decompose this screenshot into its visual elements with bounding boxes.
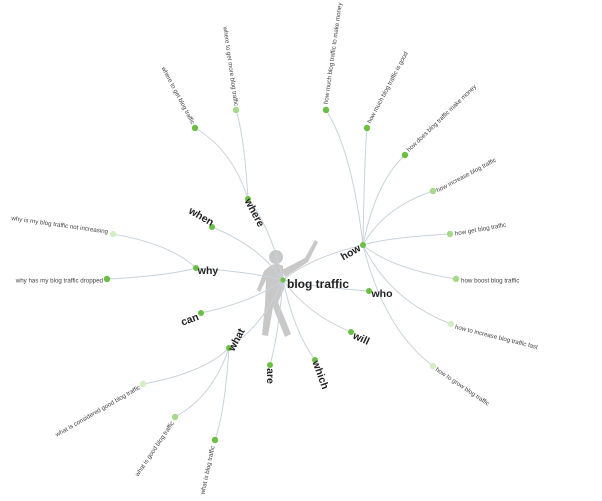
leaf-label-how-3: how increase blog traffic — [435, 157, 497, 194]
hub-node-when[interactable] — [209, 224, 215, 230]
hub-node-what[interactable] — [226, 345, 232, 351]
hub-label-when: when — [186, 204, 216, 228]
edge-how-leaf-6 — [362, 244, 452, 325]
hub-node-will[interactable] — [348, 329, 354, 335]
hub-node-who[interactable] — [366, 288, 372, 294]
leaf-node-where-1[interactable] — [232, 106, 240, 114]
center-keyword-label: blog traffic — [287, 277, 349, 291]
leaf-node-how-2[interactable] — [401, 151, 409, 159]
edge-how-leaf-1 — [362, 127, 368, 246]
leaf-label-how-1: how much blog traffic is good — [366, 50, 410, 124]
edge-center-why — [195, 267, 284, 281]
hub-label-who: who — [371, 288, 393, 300]
hub-label-what: what — [225, 326, 248, 354]
leaf-label-how-7: how to grow blog traffic — [434, 366, 491, 407]
center-node — [280, 277, 286, 283]
edge-center-where — [247, 198, 284, 281]
edge-center-can — [200, 279, 284, 314]
leaf-node-how-4[interactable] — [446, 230, 454, 238]
edge-center-who — [282, 279, 370, 292]
hub-node-can[interactable] — [198, 310, 204, 316]
leaf-node-what-0[interactable] — [139, 380, 147, 388]
edge-center-how — [282, 244, 364, 281]
hub-node-are[interactable] — [267, 362, 273, 368]
hub-node-where[interactable] — [245, 196, 251, 202]
edge-what-leaf-2 — [214, 347, 230, 441]
edge-how-leaf-5 — [362, 244, 457, 280]
leaf-label-how-2: how does blog traffic make money — [406, 83, 479, 154]
leaf-node-how-3[interactable] — [429, 187, 437, 195]
edge-what-leaf-0 — [142, 347, 230, 385]
edge-center-what — [228, 279, 284, 349]
leaf-label-where-0: where to get blog traffic — [159, 65, 196, 126]
hub-node-which[interactable] — [312, 357, 318, 363]
hub-label-can: can — [179, 311, 200, 328]
hub-node-how[interactable] — [360, 242, 366, 248]
leaf-label-how-5: how boost blog traffic — [461, 278, 519, 285]
hub-node-why[interactable] — [193, 265, 199, 271]
leaf-label-how-4: how get blog traffic — [454, 222, 506, 238]
edge-how-leaf-2 — [362, 154, 406, 246]
hub-label-why: why — [197, 265, 219, 277]
leaf-node-how-7[interactable] — [429, 362, 437, 370]
leaf-label-why-1: why has my blog traffic dropped — [15, 278, 104, 285]
leaf-label-where-1: where to get more blog traffic — [221, 25, 239, 106]
edge-where-leaf-0 — [194, 127, 249, 200]
leaf-label-why-0: why is my blog traffic not increasing — [10, 215, 109, 236]
edge-what-leaf-1 — [174, 347, 230, 418]
leaf-node-how-6[interactable] — [447, 320, 455, 328]
leaf-node-where-0[interactable] — [191, 124, 199, 132]
leaf-node-how-5[interactable] — [452, 275, 460, 283]
edge-why-leaf-1 — [106, 267, 197, 280]
leaf-label-how-6: how to increase blog traffic fast — [454, 324, 539, 351]
hub-label-how: how — [339, 242, 364, 263]
edge-how-leaf-7 — [362, 244, 434, 367]
hub-label-where: where — [241, 196, 266, 229]
edge-where-leaf-1 — [235, 109, 249, 200]
edge-why-leaf-0 — [112, 233, 197, 269]
leaf-node-why-1[interactable] — [103, 275, 111, 283]
leaf-label-what-1: what is good blog traffic — [133, 420, 176, 479]
edge-center-when — [211, 226, 284, 281]
edge-how-leaf-0 — [325, 109, 364, 246]
leaf-node-how-1[interactable] — [363, 124, 371, 132]
hub-label-which: which — [309, 358, 331, 391]
edge-how-leaf-3 — [362, 190, 434, 246]
leaf-label-how-0: how much blog traffic to make money — [323, 1, 344, 104]
leaf-label-what-2: what is blog traffic — [199, 445, 216, 496]
leaf-node-what-2[interactable] — [211, 436, 219, 444]
hub-label-are: are — [264, 368, 276, 384]
edge-center-which — [282, 279, 316, 361]
leaf-label-what-0: what is considered good blog traffic — [54, 384, 142, 439]
edge-how-leaf-4 — [362, 233, 451, 246]
leaf-node-why-0[interactable] — [109, 230, 117, 238]
edge-center-are — [269, 279, 284, 366]
leaf-node-how-0[interactable] — [322, 106, 330, 114]
edge-center-will — [282, 279, 352, 333]
leaf-node-what-1[interactable] — [171, 413, 179, 421]
